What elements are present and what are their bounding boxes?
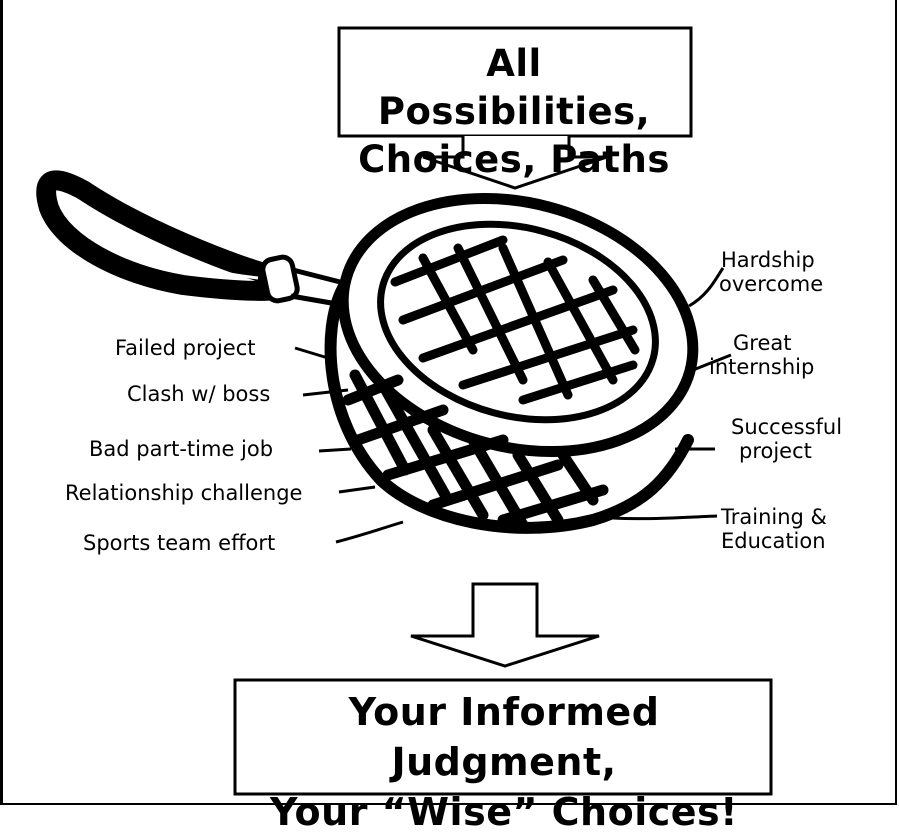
strainer-illustration bbox=[36, 26, 773, 796]
strainer-mesh bbox=[390, 235, 640, 405]
label-successful-line1: Successful bbox=[731, 415, 843, 439]
top-box-text: All Possibilities, Choices, Paths bbox=[349, 40, 679, 184]
label-training-education: Training & Education bbox=[721, 505, 827, 553]
top-arrow bbox=[422, 136, 608, 190]
top-box-line1: All Possibilities, bbox=[377, 42, 651, 133]
label-internship-line1: Great bbox=[733, 331, 792, 355]
bottom-box bbox=[233, 678, 773, 796]
label-training-line1: Training & bbox=[721, 505, 827, 529]
label-internship-line2: internship bbox=[709, 355, 815, 379]
label-successful-line2: project bbox=[739, 439, 812, 463]
label-failed-project: Failed project bbox=[115, 336, 256, 360]
label-successful-project: Successful project bbox=[731, 415, 842, 463]
label-bad-part-time-job: Bad part-time job bbox=[89, 437, 274, 461]
label-clash-with-boss: Clash w/ boss bbox=[127, 382, 271, 406]
label-hardship-line1: Hardship bbox=[721, 248, 815, 272]
top-box bbox=[337, 26, 693, 138]
label-sports-team-effort: Sports team effort bbox=[83, 531, 276, 555]
label-hardship-line2: overcome bbox=[719, 272, 824, 296]
strainer-handle bbox=[36, 170, 288, 301]
label-great-internship: Great internship bbox=[709, 331, 814, 379]
top-box-line2: Choices, Paths bbox=[358, 138, 670, 181]
bottom-box-text: Your Informed Judgment, Your “Wise” Choi… bbox=[243, 687, 765, 837]
label-hardship-overcome: Hardship overcome bbox=[719, 248, 823, 296]
bottom-arrow bbox=[410, 582, 600, 668]
label-relationship-challenge: Relationship challenge bbox=[65, 481, 303, 505]
bottom-box-line2: Your “Wise” Choices! bbox=[270, 790, 738, 834]
label-training-line2: Education bbox=[721, 529, 826, 553]
bottom-box-line1: Your Informed Judgment, bbox=[348, 690, 660, 784]
